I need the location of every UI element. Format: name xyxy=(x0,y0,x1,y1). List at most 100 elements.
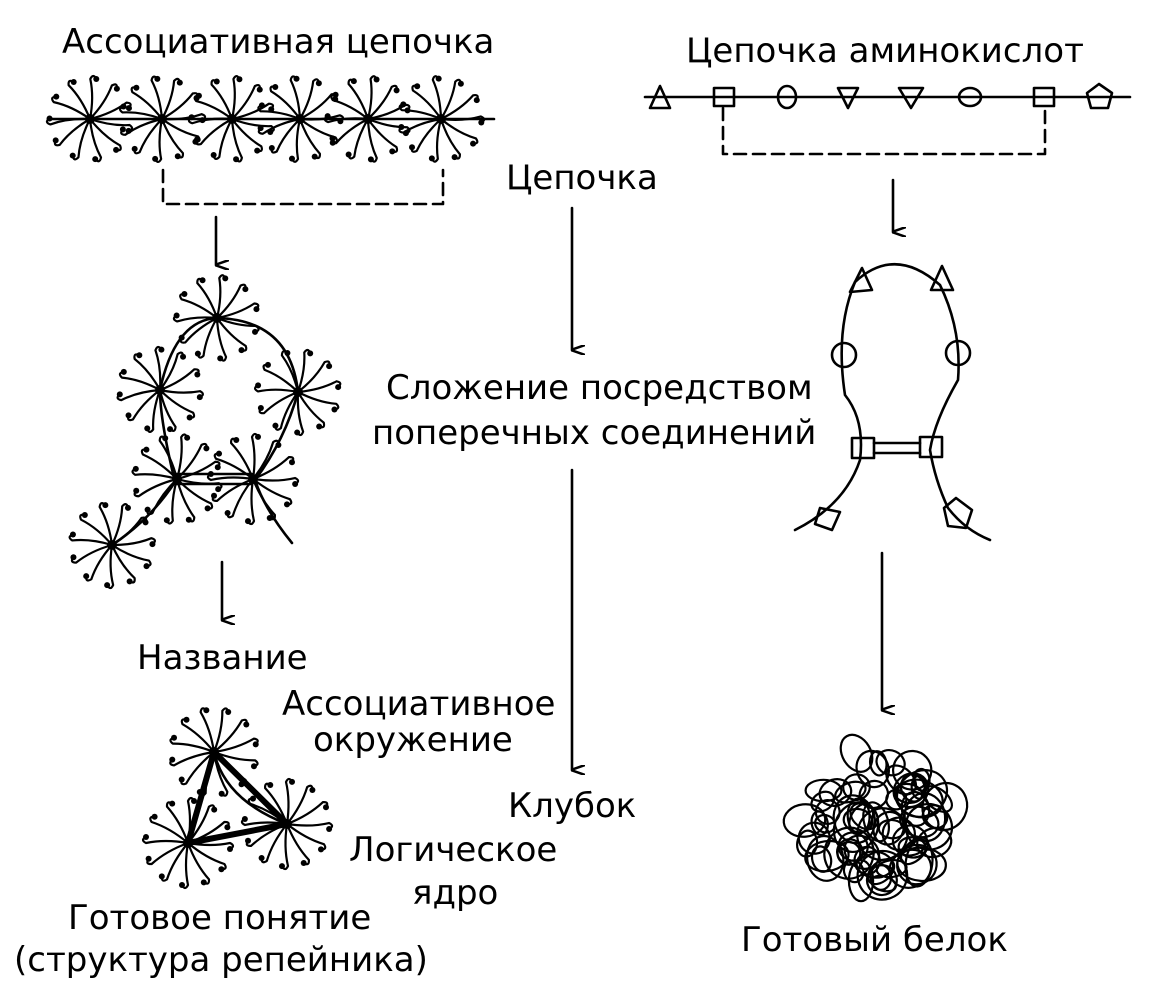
tendril-tip xyxy=(194,136,201,143)
tendril xyxy=(110,543,136,584)
tendril-tip xyxy=(174,153,181,160)
tendril-tip xyxy=(215,486,222,493)
tendril-tip xyxy=(435,75,442,82)
tendril xyxy=(240,817,289,827)
tendril xyxy=(169,750,216,767)
tendril xyxy=(296,390,305,437)
tendril xyxy=(290,117,302,163)
tendril-tip xyxy=(373,76,380,83)
association-node xyxy=(118,75,207,163)
tendril-tip xyxy=(345,151,352,158)
tendril-tip xyxy=(316,423,323,430)
tendril-tip xyxy=(335,384,342,391)
tendril xyxy=(285,784,314,826)
tendril xyxy=(175,433,189,481)
tendril-tip xyxy=(70,78,77,85)
tendril-tip xyxy=(414,83,421,90)
burdock-structure-label: (структура репейника) xyxy=(14,940,428,980)
tendril xyxy=(285,822,327,851)
tendril-tip xyxy=(211,492,218,499)
tendril-tip xyxy=(133,487,140,494)
tendril-tip xyxy=(120,368,127,375)
tendril-tip xyxy=(169,800,176,807)
tendril xyxy=(206,472,255,482)
tendril-tip xyxy=(145,855,152,862)
tendril xyxy=(175,477,214,510)
tendril xyxy=(160,77,181,121)
tendril xyxy=(186,796,196,845)
finished-concept-burdock xyxy=(141,707,334,890)
tendril-tip xyxy=(116,391,123,398)
tendril xyxy=(110,503,130,547)
tendril xyxy=(88,117,134,133)
tendril xyxy=(230,75,241,121)
tendril xyxy=(330,93,370,121)
tendril-tip xyxy=(132,465,139,472)
tendril xyxy=(110,543,152,568)
tendril-tip xyxy=(241,815,248,822)
tendril xyxy=(213,452,255,481)
tendril-tip xyxy=(207,470,214,477)
tendril xyxy=(330,117,370,145)
tendril-tip xyxy=(409,144,416,151)
protein-ball xyxy=(782,733,969,903)
ready-concept-label: Готовое понятие xyxy=(68,898,372,938)
square-residue xyxy=(1032,86,1056,108)
tendril xyxy=(410,117,443,153)
tendril xyxy=(45,117,92,126)
tendril-tip xyxy=(288,459,295,466)
tangle-loop xyxy=(805,834,845,882)
tendril-tip xyxy=(178,334,185,341)
tendril-tip xyxy=(428,155,435,162)
tendril xyxy=(88,101,132,121)
tendril-tip xyxy=(268,145,275,152)
tendril xyxy=(366,75,378,121)
tendril xyxy=(215,302,260,320)
tangle-loop xyxy=(855,749,890,789)
chain-label: Цепочка xyxy=(506,158,658,198)
tendril xyxy=(212,117,234,161)
tendril-tip xyxy=(203,445,210,452)
tendril xyxy=(439,117,461,160)
tendril xyxy=(253,384,300,394)
tendril-tip xyxy=(238,347,245,354)
tangle-loop xyxy=(810,790,836,813)
tendril-tip xyxy=(244,518,251,525)
tendril-tip xyxy=(143,834,149,840)
tendril xyxy=(212,750,248,786)
tendril xyxy=(430,117,443,163)
tendril-tip xyxy=(264,361,271,368)
tendril-tip xyxy=(225,709,232,716)
tendril-tip xyxy=(300,859,307,866)
tendril xyxy=(186,841,235,851)
tendril-tip xyxy=(158,346,165,353)
tendril xyxy=(230,84,261,121)
tendril-tip xyxy=(350,78,357,85)
tendril xyxy=(296,390,326,429)
tendril-tip xyxy=(180,353,187,360)
tendril xyxy=(158,388,204,399)
tendril xyxy=(160,841,190,882)
tendril xyxy=(175,460,221,481)
association-node xyxy=(398,75,486,163)
tendril xyxy=(366,117,378,163)
tendril xyxy=(88,74,98,121)
tendril-tip xyxy=(154,75,161,82)
tendril-tip xyxy=(255,382,262,389)
tendril-tip xyxy=(332,91,339,98)
tendril-tip xyxy=(470,140,477,147)
tendril-tip xyxy=(250,795,257,802)
tendril xyxy=(439,117,479,145)
pentagon-residue xyxy=(942,496,974,530)
tendril-tip xyxy=(253,306,260,313)
tendril xyxy=(186,820,230,845)
tendril xyxy=(186,841,227,871)
tendril xyxy=(439,78,462,121)
oval-residue xyxy=(944,339,972,367)
square-residue xyxy=(918,435,944,459)
tendril xyxy=(154,117,164,163)
tendril xyxy=(212,750,229,797)
tendril-tip xyxy=(329,135,336,142)
tendril-tip xyxy=(224,824,231,831)
tendril-tip xyxy=(224,509,231,516)
